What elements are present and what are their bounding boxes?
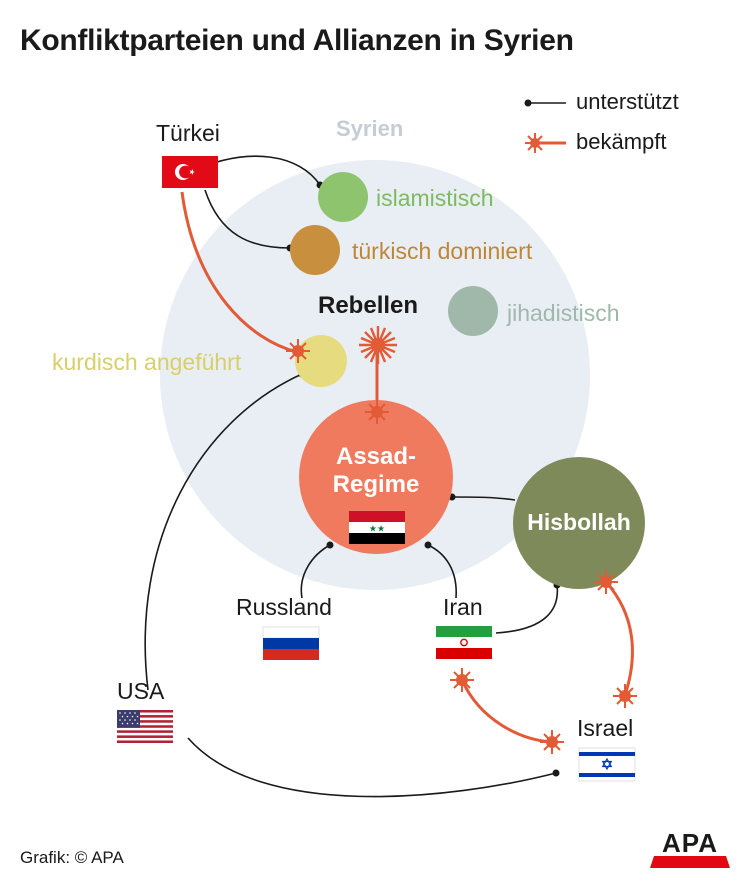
fight-bursts	[286, 326, 637, 754]
support-dot	[326, 541, 334, 549]
burst-rebellen	[359, 326, 397, 364]
assad-label-line2: Regime	[332, 471, 420, 498]
israel-flag	[578, 747, 636, 782]
usa-label: USA	[117, 678, 165, 704]
russia-flag	[262, 626, 320, 660]
syria-flag: ★★	[349, 511, 405, 544]
jihadistisch-label: jihadistisch	[507, 300, 620, 326]
assad-circle	[299, 400, 453, 554]
burst-israel-top	[613, 684, 637, 708]
support-dot	[424, 541, 432, 549]
kurdisch-label: kurdisch angeführt	[52, 349, 242, 375]
legend-support-dot	[524, 99, 532, 107]
islamistisch-label: islamistisch	[376, 185, 494, 211]
syria-region-label: Syrien	[336, 116, 404, 141]
jihadistisch-circle	[448, 286, 498, 336]
support-line-usa-kurdisch	[144, 373, 303, 691]
burst-iran	[450, 668, 474, 692]
iran-label: Iran	[443, 594, 483, 620]
israel-label: Israel	[577, 715, 634, 741]
support-line-iran-hisbollah	[495, 584, 559, 634]
assad-label-line1: Assad-	[335, 443, 417, 470]
syria-region	[160, 160, 590, 590]
fight-lines	[180, 191, 634, 744]
chart-title: Konfliktparteien und Allianzen in Syrien	[20, 24, 574, 57]
burst-assad	[365, 400, 389, 424]
tuerkisch-label: türkisch dominiert	[352, 238, 533, 264]
legend-support-label: unterstützt	[576, 89, 679, 114]
tuerkisch-circle	[290, 225, 340, 275]
islamistisch-circle	[318, 172, 368, 222]
hisbollah-circle	[513, 457, 645, 589]
tuerkei-label: Türkei	[156, 120, 220, 146]
usa-flag	[117, 710, 173, 743]
burst-kurdisch	[286, 339, 310, 363]
burst-hisbollah	[594, 570, 618, 594]
rebellen-label: Rebellen	[318, 292, 419, 319]
support-lines	[144, 155, 559, 798]
fight-line-tuerkei-kurdisch	[180, 191, 298, 354]
legend-burst	[525, 133, 545, 153]
apa-logo-text: APA	[662, 828, 718, 858]
support-line-iran-assad	[427, 544, 457, 599]
credit-text: Grafik: © APA	[20, 848, 124, 867]
legend-fight-label: bekämpft	[576, 129, 667, 154]
apa-logo	[650, 834, 730, 868]
iran-flag	[436, 626, 492, 659]
support-line-tuerkei-tuerkisch	[204, 189, 291, 249]
support-dot	[552, 769, 560, 777]
turkey-flag	[162, 156, 218, 188]
hisbollah-label: Hisbollah	[527, 509, 631, 535]
kurdisch-circle	[295, 335, 347, 387]
support-line-hisbollah-assad	[451, 496, 516, 501]
burst-israel-left	[540, 730, 564, 754]
svg-text:★★: ★★	[369, 525, 385, 535]
russland-label: Russland	[236, 594, 332, 620]
support-line-usa-israel	[187, 737, 557, 798]
legend	[524, 99, 566, 153]
fight-line-iran-israel	[460, 679, 553, 744]
support-line-russland-assad	[300, 544, 331, 599]
assad-label: Assad- Regime	[326, 443, 426, 499]
fight-line-hisbollah-israel	[604, 581, 634, 696]
